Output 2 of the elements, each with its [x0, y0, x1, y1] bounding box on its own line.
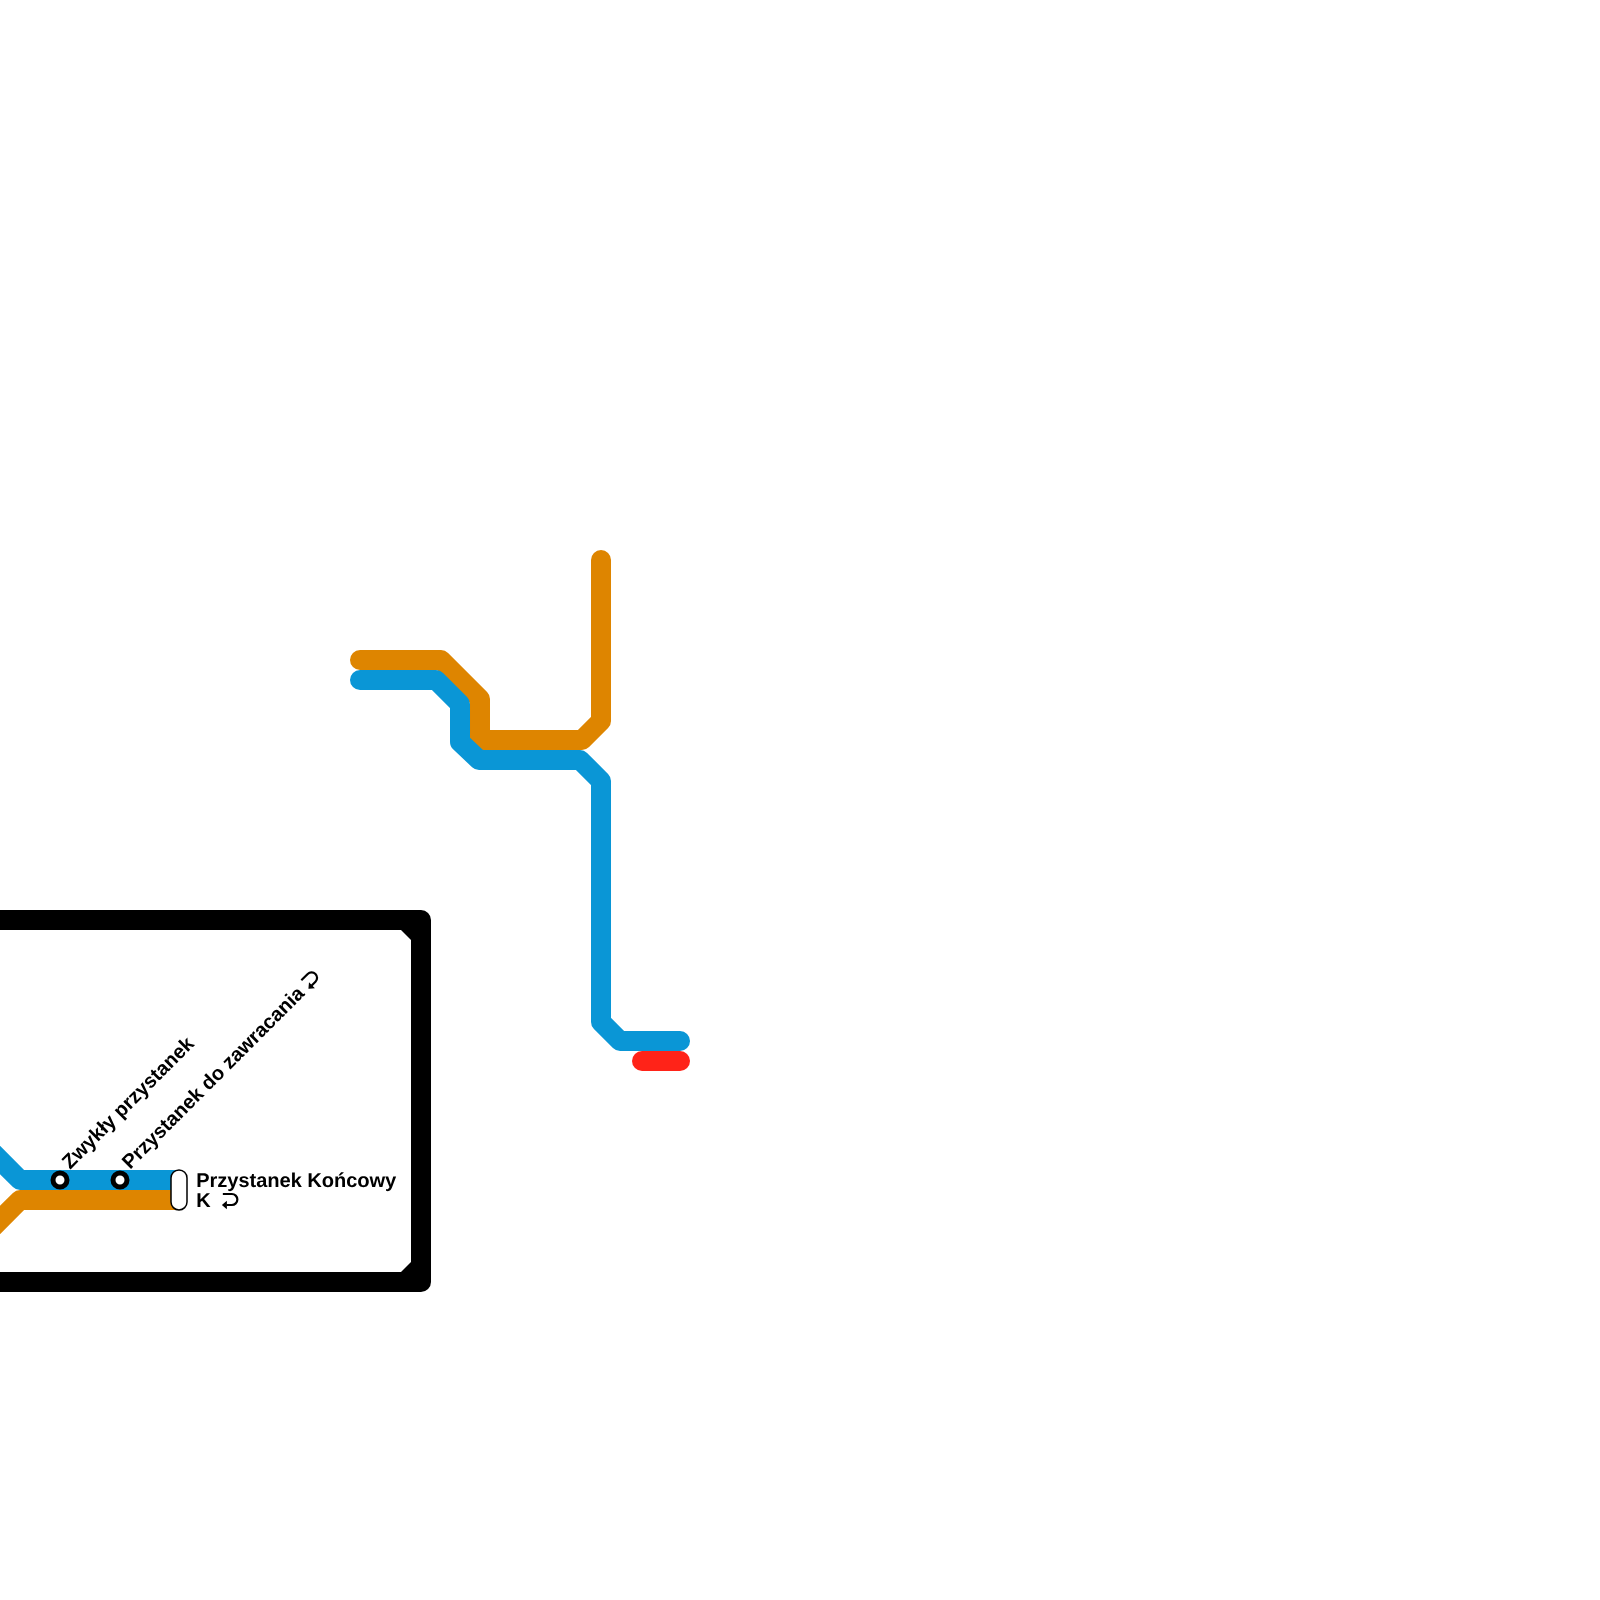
- label: K: [197, 1193, 211, 1207]
- label: Przystanek Końcowy: [197, 1172, 397, 1192]
